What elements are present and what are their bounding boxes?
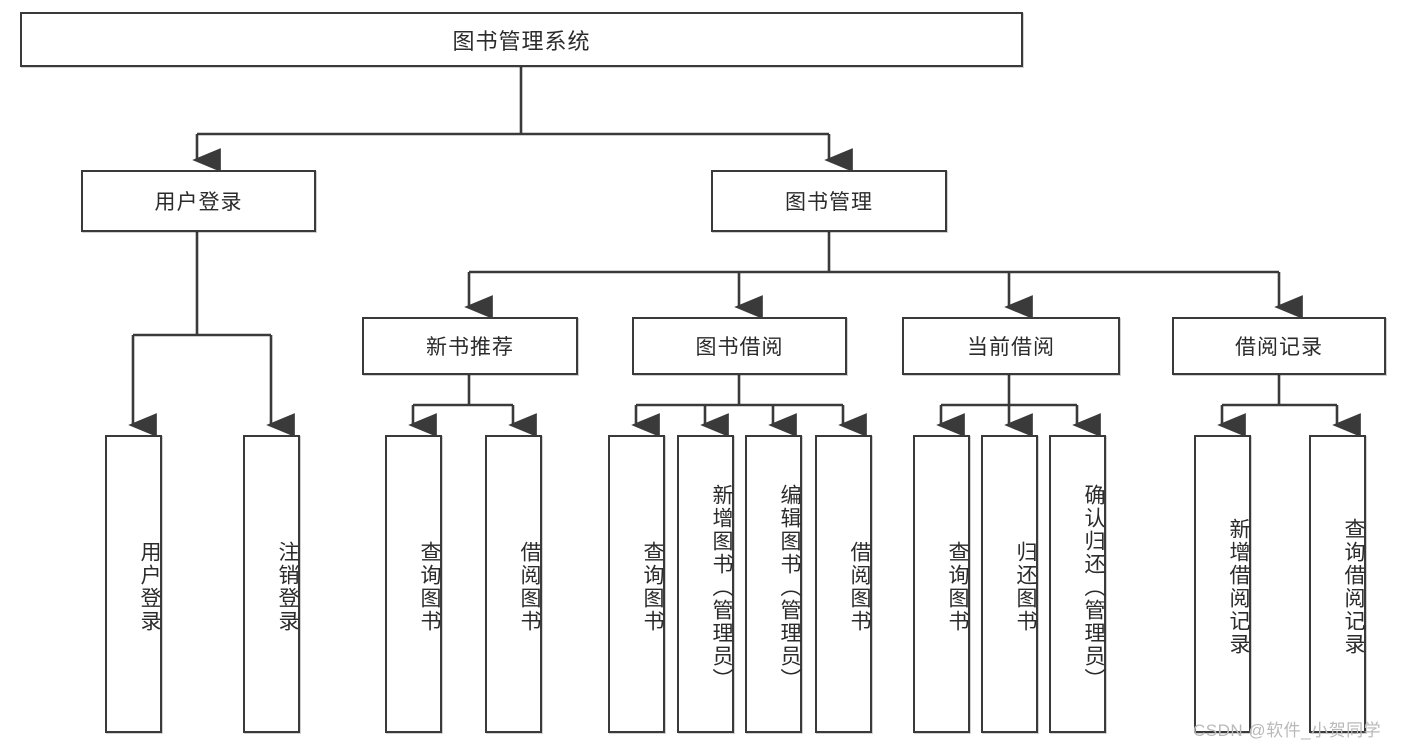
node-book-borrow[interactable]: 图书借阅 [632, 317, 847, 375]
node-book-management[interactable]: 图书管理 [711, 170, 947, 232]
leaf-add-borrow-record[interactable]: 新增借阅记录 [1194, 435, 1251, 733]
leaf-logout-login[interactable]: 注销登录 [243, 435, 300, 733]
leaf-confirm-return-admin[interactable]: 确认归还（管理员） [1049, 435, 1106, 733]
node-user-login[interactable]: 用户登录 [81, 170, 316, 232]
leaf-query-book-1[interactable]: 查询图书 [385, 435, 442, 733]
leaf-borrow-book-1[interactable]: 借阅图书 [485, 435, 542, 733]
leaf-query-book-3[interactable]: 查询图书 [913, 435, 970, 733]
leaf-add-book-admin[interactable]: 新增图书（管理员） [677, 435, 734, 733]
node-borrow-record[interactable]: 借阅记录 [1172, 317, 1386, 375]
leaf-query-book-2[interactable]: 查询图书 [608, 435, 665, 733]
leaf-return-book[interactable]: 归还图书 [981, 435, 1038, 733]
node-current-borrow[interactable]: 当前借阅 [902, 317, 1120, 375]
csdn-watermark: CSDN @软件_小贺同学 [1193, 721, 1382, 740]
node-book-management-system[interactable]: 图书管理系统 [20, 12, 1023, 67]
leaf-borrow-book-2[interactable]: 借阅图书 [815, 435, 872, 733]
node-new-book-recommend[interactable]: 新书推荐 [362, 317, 578, 375]
leaf-user-login[interactable]: 用户登录 [105, 435, 162, 733]
leaf-query-borrow-record[interactable]: 查询借阅记录 [1309, 435, 1366, 733]
leaf-edit-book-admin[interactable]: 编辑图书（管理员） [745, 435, 802, 733]
